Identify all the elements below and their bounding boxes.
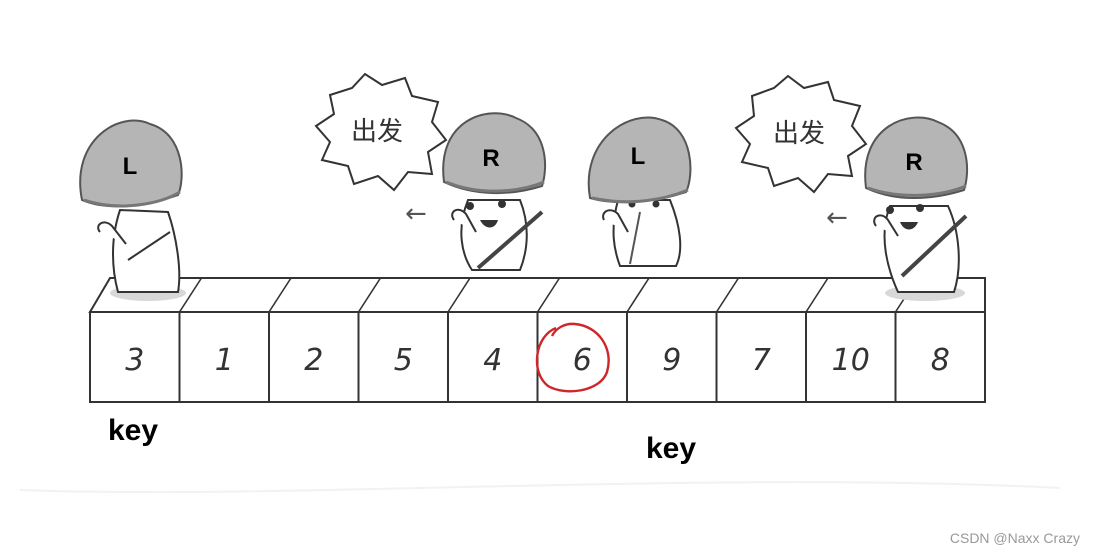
helmet-letter: L [631, 143, 646, 170]
bubble-text: 出发 [351, 117, 403, 147]
helmet-letter: R [905, 149, 922, 176]
array-cell-value: 4 [483, 343, 502, 378]
character-r-end: R [865, 118, 967, 292]
left-arrow-icon: ← [826, 203, 848, 233]
character-l-start: L [80, 121, 181, 292]
left-arrow-icon: ← [405, 199, 427, 229]
array-cell-value: 2 [304, 343, 323, 378]
array-cell-value: 1 [215, 343, 234, 378]
array-cell-value: 6 [573, 343, 592, 378]
speech-bubble-2: 出发 [736, 76, 866, 192]
helmet-letter: L [123, 153, 138, 180]
speech-bubble-1: 出发 [316, 74, 446, 190]
array-cell-value: 9 [662, 343, 681, 378]
array-cell-value: 3 [125, 343, 144, 378]
array-cell-value: 10 [832, 343, 870, 378]
helmet-letter: R [482, 145, 499, 172]
character-l-second: L [589, 117, 691, 266]
array-cell-value: 7 [752, 343, 771, 378]
key-label-left: key [108, 414, 158, 448]
array-cell-value: 5 [394, 343, 413, 378]
bubble-text: 出发 [773, 119, 825, 149]
key-label-right: key [646, 432, 696, 466]
array-cell-value: 8 [931, 343, 950, 378]
array-top-face [90, 278, 985, 312]
watermark: CSDN @Naxx Crazy [950, 530, 1080, 546]
character-r-first: R [443, 113, 545, 270]
